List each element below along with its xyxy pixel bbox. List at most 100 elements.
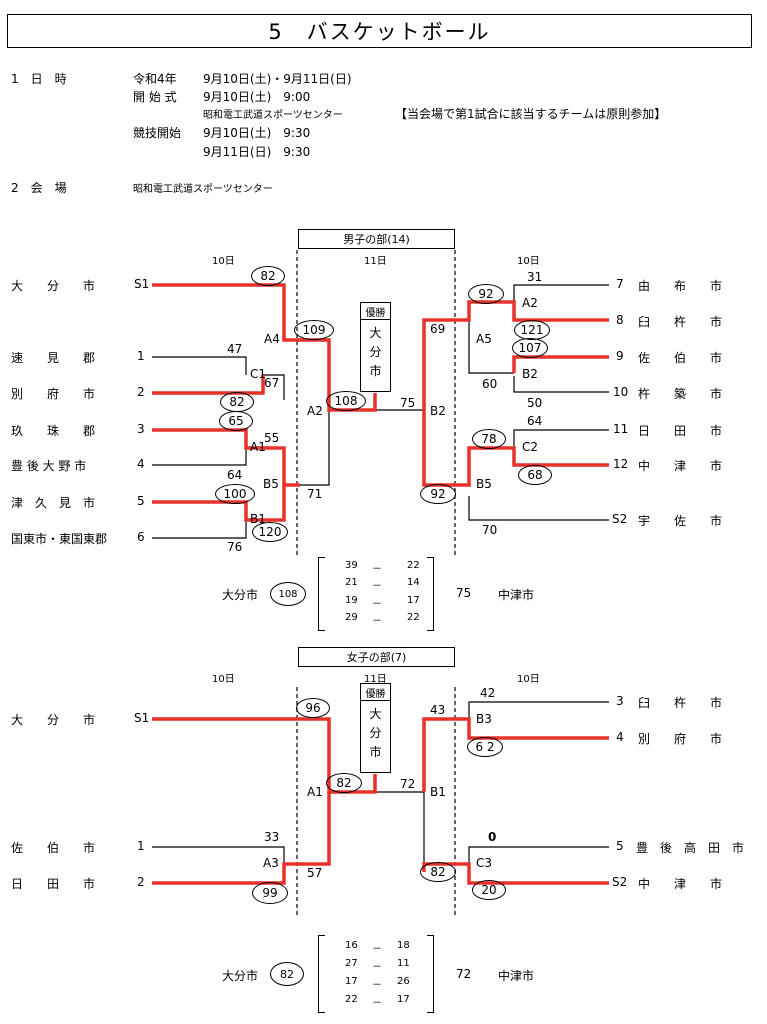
men-score-120: 120 [252,522,288,542]
men-label-a2: A2 [307,404,323,418]
men-team-hayami: 速 見 郡 [11,351,96,365]
bracket-win-lines [152,283,609,885]
men-score-92-b5: 92 [420,484,456,504]
women-score-62: 6 2 [467,737,503,757]
women-final-left-team: 大分市 [222,969,259,983]
men-quarter-2: 21－14 [345,577,420,592]
men-score-78: 78 [472,429,506,449]
women-team-hita: 日 田 市 [11,877,96,891]
men-team-kunisaki: 国東市・東国東郡 [11,532,108,546]
men-seed-s2: S2 [612,512,628,526]
men-day-left: 10日 [212,256,235,267]
women-champion-label: 優勝 [361,684,390,701]
men-final-left-team: 大分市 [222,588,259,602]
women-team-usuki: 臼 杵 市 [638,696,723,710]
men-team-nakatsu: 中 津 市 [638,459,723,473]
men-score-100: 100 [215,484,255,504]
men-team-hita: 日 田 市 [638,424,723,438]
men-label-a5: A5 [476,332,492,346]
men-team-tsukumi: 津 久 見 市 [11,496,96,510]
men-score-64: 64 [227,468,243,482]
women-label-a1: A1 [307,785,323,799]
men-title: 男子の部(14) [298,229,455,249]
women-score-33: 33 [264,830,280,844]
men-seed-s1: S1 [134,277,150,291]
men-final-right-score: 75 [456,586,472,600]
women-label-b1: B1 [430,785,446,799]
men-seed-5: 5 [137,494,145,508]
women-seed-1: 1 [137,839,145,853]
men-label-c2: C2 [522,440,539,454]
men-seed-4: 4 [137,457,145,471]
women-team-saiki: 佐 伯 市 [11,841,96,855]
venue-value: 昭和電工武道スポーツセンター [133,184,273,195]
men-champion-box: 優勝 大分市 [360,302,391,392]
men-score-75: 75 [400,396,416,410]
men-score-67: 67 [264,376,280,390]
women-team-bungotakada: 豊 後 高 田 市 [636,841,745,855]
men-score-68: 68 [518,465,552,485]
women-label-a3: A3 [263,856,279,870]
men-seed-2: 2 [137,385,145,399]
men-score-71: 71 [307,487,323,501]
start-label: 競技開始 [133,126,182,140]
women-seed-2: 2 [137,875,145,889]
men-seed-10: 10 [613,385,629,399]
men-score-76: 76 [227,540,243,554]
women-quarter-4: 22－17 [345,994,410,1009]
men-score-60: 60 [482,377,498,391]
women-quarter-1: 16－18 [345,940,410,955]
era-label: 令和4年 [133,72,177,86]
women-team-nakatsu: 中 津 市 [638,877,723,891]
era-value: 9月10日(土)・9月11日(日) [203,72,352,86]
men-score-92-a5: 92 [468,284,504,304]
men-score-69: 69 [430,322,446,336]
men-label-b5-right: B5 [476,477,492,491]
women-title: 女子の部(7) [298,647,455,667]
men-quarter-3: 19－17 [345,595,420,610]
women-day-left: 10日 [212,674,235,685]
men-label-b5-left: B5 [263,477,279,491]
women-seed-5: 5 [616,839,624,853]
opening-label: 開 始 式 [133,90,177,104]
men-day-right: 10日 [517,256,540,267]
women-score-20: 20 [472,880,506,900]
men-score-82-beppu: 82 [220,392,254,412]
women-score-42: 42 [480,686,496,700]
women-champion-team: 大分市 [369,707,382,759]
women-score-82-b1: 82 [420,862,456,882]
women-score-99: 99 [252,882,288,904]
men-champion-team: 大分市 [369,326,382,378]
men-seed-11: 11 [613,422,629,436]
men-score-65: 65 [219,411,253,431]
men-score-121: 121 [514,320,550,340]
men-seed-3: 3 [137,422,145,436]
men-day-center: 11日 [364,256,387,267]
men-seed-8: 8 [616,313,624,327]
men-team-oita: 大 分 市 [11,279,96,293]
men-final-left-score: 108 [270,582,306,606]
men-team-usa: 宇 佐 市 [638,514,723,528]
men-team-kusu: 玖 珠 郡 [11,424,96,438]
men-seed-12: 12 [613,457,629,471]
women-team-beppu: 別 府 市 [638,732,723,746]
women-score-57: 57 [307,866,323,880]
participation-note: 【当会場で第1試合に該当するチームは原則参加】 [395,107,667,121]
men-label-b2-right: B2 [522,367,538,381]
men-score-108: 108 [326,391,366,411]
opening-venue: 昭和電工武道スポーツセンター [203,110,343,121]
men-team-usuki: 臼 杵 市 [638,315,723,329]
women-score-96: 96 [296,698,330,718]
men-team-bungoono: 豊 後 大 野 市 [11,459,87,473]
women-seed-s2: S2 [612,875,628,889]
opening-value: 9月10日(土) 9:00 [203,90,311,104]
men-label-b2: B2 [430,404,446,418]
page-title: 5 バスケットボール [7,14,752,48]
women-label-b3: B3 [476,712,492,726]
men-score-31: 31 [527,270,543,284]
women-score-72: 72 [400,777,416,791]
men-score-50: 50 [527,396,543,410]
women-final-right-team: 中津市 [498,969,535,983]
men-final-bracket-right [427,557,434,631]
